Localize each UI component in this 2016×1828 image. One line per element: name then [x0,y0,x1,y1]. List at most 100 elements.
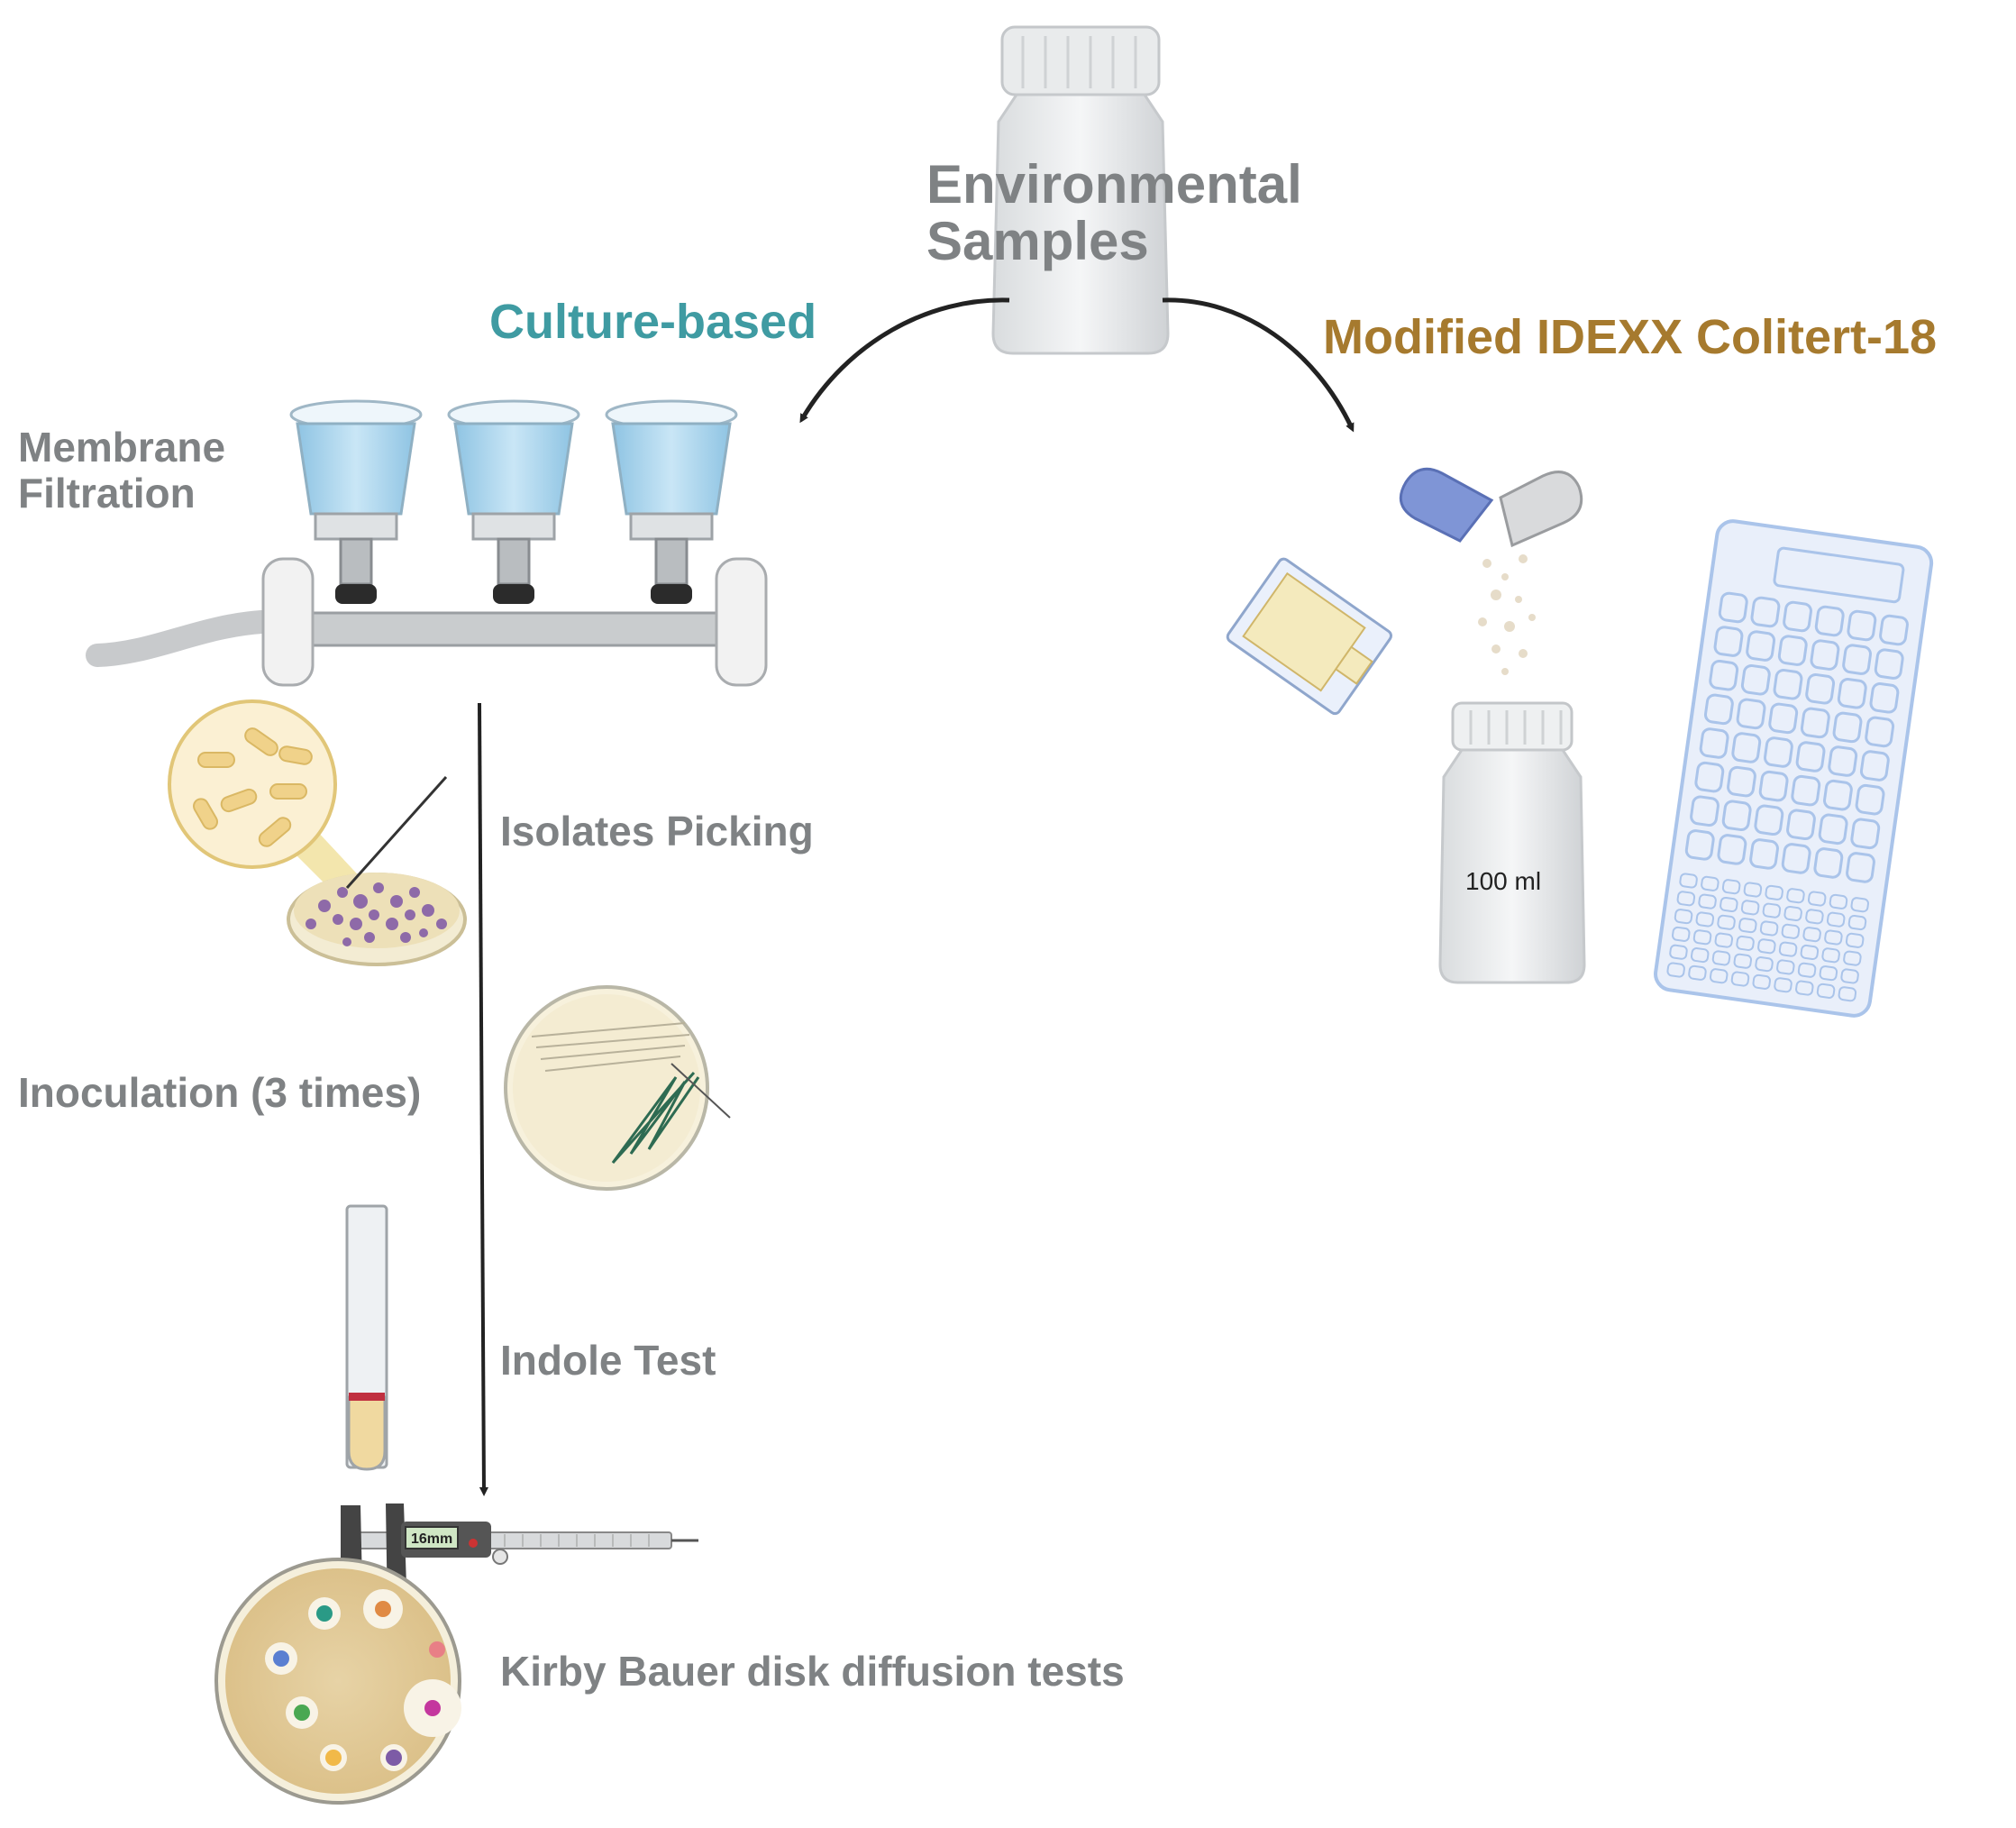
small-well [1800,944,1820,961]
reagent-packet-icon [1226,557,1392,716]
100ml-bottle-icon [1438,701,1586,984]
large-well [1721,800,1752,832]
bottle-volume-label: 100 ml [1465,867,1541,895]
small-well [1778,941,1798,957]
small-well [1733,953,1753,969]
small-well [1847,914,1867,931]
large-well [1814,605,1845,637]
small-well [1816,983,1836,999]
streak-plate-icon [504,985,731,1191]
large-well [1781,843,1811,874]
small-well [1740,900,1760,916]
caliper-reading: 16mm [411,1531,452,1547]
quanti-tray-icon [1654,519,1934,1018]
large-well [1800,707,1830,739]
large-well [1768,702,1799,735]
large-well [1791,774,1821,807]
small-well [1765,884,1783,900]
large-well [1703,693,1734,726]
small-well [1805,909,1824,925]
small-well [1752,973,1771,990]
small-well [1743,882,1763,898]
small-well [1755,956,1774,973]
large-well [1694,761,1725,793]
large-well [1699,727,1729,759]
large-well [1805,672,1836,705]
large-well [1731,732,1762,763]
large-well [1709,659,1739,691]
small-well [1669,944,1688,960]
small-well [1776,959,1795,975]
small-well [1674,909,1693,925]
small-well [1709,968,1729,984]
large-well [1842,644,1872,675]
small-well [1843,950,1862,966]
small-well [1676,891,1696,907]
isolates-picking-label: Isolates Picking [500,808,814,855]
large-well [1832,711,1863,744]
small-well [1786,888,1805,904]
small-well [1826,911,1846,928]
small-well [1774,977,1793,993]
environmental-samples-label-line1: Environmental [926,154,1302,215]
large-well [1717,834,1747,865]
large-well [1813,847,1844,879]
magnifier-bacteria-icon [168,699,379,901]
large-well [1810,639,1840,671]
capsule-icon [1399,467,1583,548]
large-well [1763,736,1793,768]
small-well [1807,891,1827,907]
small-well [1730,971,1750,987]
large-well [1718,591,1748,624]
small-well [1679,873,1698,889]
small-well [1698,893,1717,909]
small-well [1783,905,1802,922]
filtration-manifold-icon [86,399,768,687]
large-well [1828,745,1858,777]
petri-dish-icon [287,776,467,966]
large-well [1859,750,1890,781]
large-well [1746,630,1776,662]
small-well [1802,927,1821,943]
small-well [1736,935,1755,951]
large-well [1690,795,1720,827]
environmental-samples-label-line2: Samples [926,211,1149,271]
small-well [1757,938,1776,955]
inoculation-label: Inoculation (3 times) [18,1069,421,1116]
small-well [1824,929,1843,946]
small-well [1762,902,1782,919]
sample-bottle-icon [991,25,1170,355]
large-well [1846,852,1875,883]
small-well [1666,962,1685,978]
large-well [1773,668,1803,700]
large-well [1879,614,1909,646]
small-well [1829,893,1848,909]
large-well [1847,609,1877,642]
small-well [1819,965,1838,982]
large-well [1823,779,1853,811]
large-well [1777,635,1808,666]
arrow-to-idexx [1162,297,1355,433]
small-well [1838,986,1857,1002]
large-well [1865,716,1895,748]
kirby-plate-icon [214,1558,461,1805]
large-well [1749,838,1779,870]
large-well [1818,813,1848,845]
workflow-arrow [478,702,488,1496]
small-well [1720,896,1738,913]
small-well [1695,911,1715,928]
large-well [1754,804,1784,836]
small-well [1714,932,1734,948]
small-well [1781,923,1801,939]
large-well [1713,626,1744,657]
small-well [1850,897,1869,913]
small-well [1672,926,1691,942]
small-well [1688,964,1707,981]
large-well [1740,663,1771,696]
reagent-powder-icon [1478,554,1536,675]
small-well [1845,932,1865,948]
kirby-bauer-label: Kirby Bauer disk diffusion tests [500,1648,1125,1695]
large-well [1684,829,1715,861]
large-well [1727,765,1756,798]
